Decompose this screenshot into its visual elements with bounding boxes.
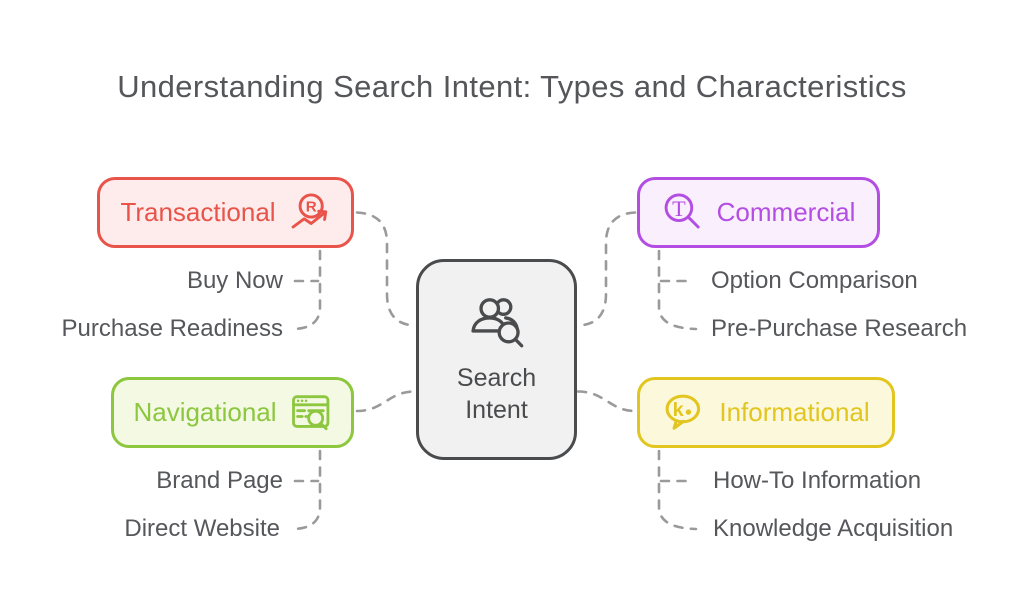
svg-text:T: T <box>672 195 686 220</box>
node-transactional-label: Transactional <box>120 197 276 227</box>
node-search-intent: Search Intent <box>416 259 577 460</box>
connector-navigational-center <box>355 390 417 413</box>
connector-transactional-center <box>355 211 417 327</box>
node-navigational-label: Navigational <box>133 397 277 427</box>
sub-label-brand-page: Brand Page <box>156 467 283 494</box>
webpage-search-icon <box>291 394 329 430</box>
node-informational-label: Informational <box>719 397 870 427</box>
dropper-commercial <box>657 249 698 331</box>
search-intent-line1: Search <box>456 363 537 392</box>
registered-trademark-trend-icon: R <box>291 192 327 228</box>
node-commercial: T Commercial <box>637 177 880 248</box>
sub-label-purchase-readiness: Purchase Readiness <box>61 315 283 342</box>
audience-search-icon <box>470 297 523 347</box>
dropper-navigational <box>292 449 322 531</box>
sub-label-buy-now: Buy Now <box>186 267 283 294</box>
sub-label-how-to-information: How-To Information <box>713 467 922 494</box>
dropper-transactional <box>292 249 322 331</box>
search-intent-line2: Intent <box>465 395 528 424</box>
svg-text:k: k <box>673 398 685 420</box>
dropper-informational <box>657 449 698 531</box>
sub-label-pre-purchase-research: Pre-Purchase Research <box>711 315 968 342</box>
node-search-intent-label: Search Intent <box>457 362 536 426</box>
letter-t-magnifier-icon: T <box>664 192 700 228</box>
page-title: Understanding Search Intent: Types and C… <box>117 69 907 104</box>
connector-informational-center <box>576 390 637 413</box>
node-informational: k Informational <box>637 377 895 448</box>
svg-text:R: R <box>305 198 316 215</box>
sub-label-direct-website: Direct Website <box>124 515 280 542</box>
sub-label-knowledge-acquisition: Knowledge Acquisition <box>713 515 954 542</box>
node-commercial-label: Commercial <box>716 197 856 227</box>
connector-commercial-center <box>576 211 637 327</box>
node-transactional: Transactional R <box>97 177 354 248</box>
node-navigational: Navigational <box>111 377 354 448</box>
knowledge-chat-icon: k <box>665 394 701 430</box>
sub-label-option-comparison: Option Comparison <box>711 267 918 294</box>
